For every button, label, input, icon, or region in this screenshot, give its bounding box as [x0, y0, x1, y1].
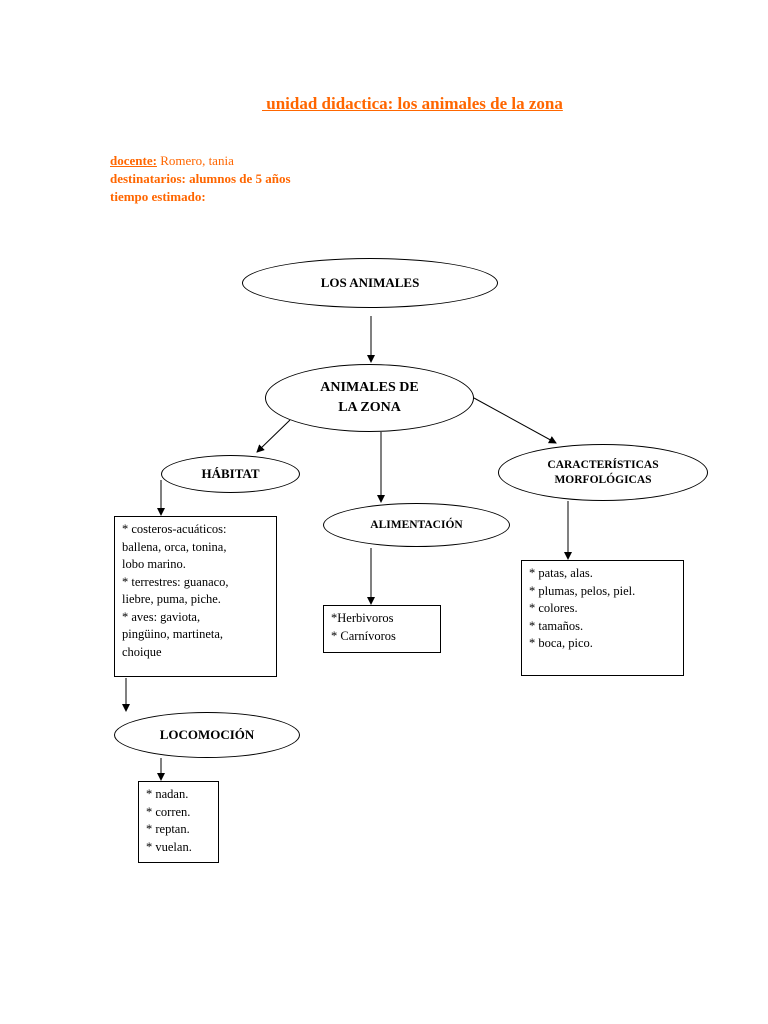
docente-label: docente:: [110, 153, 157, 168]
list-item: * vuelan.: [146, 839, 192, 854]
arrow-zona-to-caracteristicas: [473, 397, 557, 444]
document-meta: docente: Romero, tania destinatarios: al…: [110, 152, 291, 206]
list-item: * plumas, pelos, piel.: [529, 583, 636, 598]
page-title: unidad didactica: los animales de la zon…: [262, 94, 563, 113]
node-los-animales: LOS ANIMALES: [242, 258, 498, 308]
arrow-zona-to-habitat: [256, 419, 291, 453]
node-habitat-label: HÁBITAT: [201, 466, 260, 481]
node-animales-de-la-zona: ANIMALES DE LA ZONA: [265, 364, 474, 432]
list-item: * boca, pico.: [529, 636, 593, 650]
list-item: ballena, orca, tonina,: [122, 539, 227, 554]
list-item: * terrestres: guanaco,: [122, 574, 229, 589]
node-alimentacion-label: ALIMENTACIÓN: [370, 519, 463, 531]
locomocion-list-box: * nadan. * corren. * reptan. * vuelan.: [138, 781, 219, 863]
node-animales-zona-line1: ANIMALES DE: [320, 380, 419, 395]
destinatarios-line: destinatarios: alumnos de 5 años: [110, 171, 291, 186]
node-caracteristicas-line2: MORFOLÓGICAS: [554, 473, 652, 486]
alimentacion-list-box: *Herbivoros * Carnívoros: [323, 605, 441, 653]
node-caracteristicas-line1: CARACTERÍSTICAS: [547, 458, 659, 471]
node-alimentacion: ALIMENTACIÓN: [323, 503, 510, 547]
list-item: choique: [122, 644, 162, 659]
list-item: * reptan.: [146, 822, 190, 836]
docente-value: Romero, tania: [156, 153, 234, 168]
node-los-animales-label: LOS ANIMALES: [320, 275, 420, 290]
list-item: * nadan.: [146, 787, 189, 801]
list-item: liebre, puma, piche.: [122, 592, 221, 606]
list-item: * aves: gaviota,: [122, 609, 201, 624]
list-item: * colores.: [529, 601, 578, 615]
tiempo-line: tiempo estimado:: [110, 189, 206, 204]
caracteristicas-list-box: * patas, alas. * plumas, pelos, piel. * …: [521, 560, 684, 676]
list-item: pingüino, martineta,: [122, 627, 224, 641]
list-item: * tamaños.: [529, 618, 584, 633]
list-item: *Herbivoros: [331, 611, 394, 625]
list-item: * corren.: [146, 804, 191, 819]
node-animales-zona-line2: LA ZONA: [338, 400, 401, 415]
node-caracteristicas-morfologicas: CARACTERÍSTICAS MORFOLÓGICAS: [498, 444, 708, 501]
habitat-list-box: * costeros-acuáticos: ballena, orca, ton…: [114, 516, 277, 677]
list-item: * patas, alas.: [529, 566, 593, 580]
node-locomocion: LOCOMOCIÓN: [114, 712, 300, 758]
list-item: * costeros-acuáticos:: [122, 522, 227, 536]
node-locomocion-label: LOCOMOCIÓN: [159, 727, 255, 742]
list-item: lobo marino.: [122, 557, 186, 571]
list-item: * Carnívoros: [331, 628, 396, 643]
node-habitat: HÁBITAT: [161, 455, 300, 493]
docente-line: docente: Romero, tania: [110, 152, 291, 170]
